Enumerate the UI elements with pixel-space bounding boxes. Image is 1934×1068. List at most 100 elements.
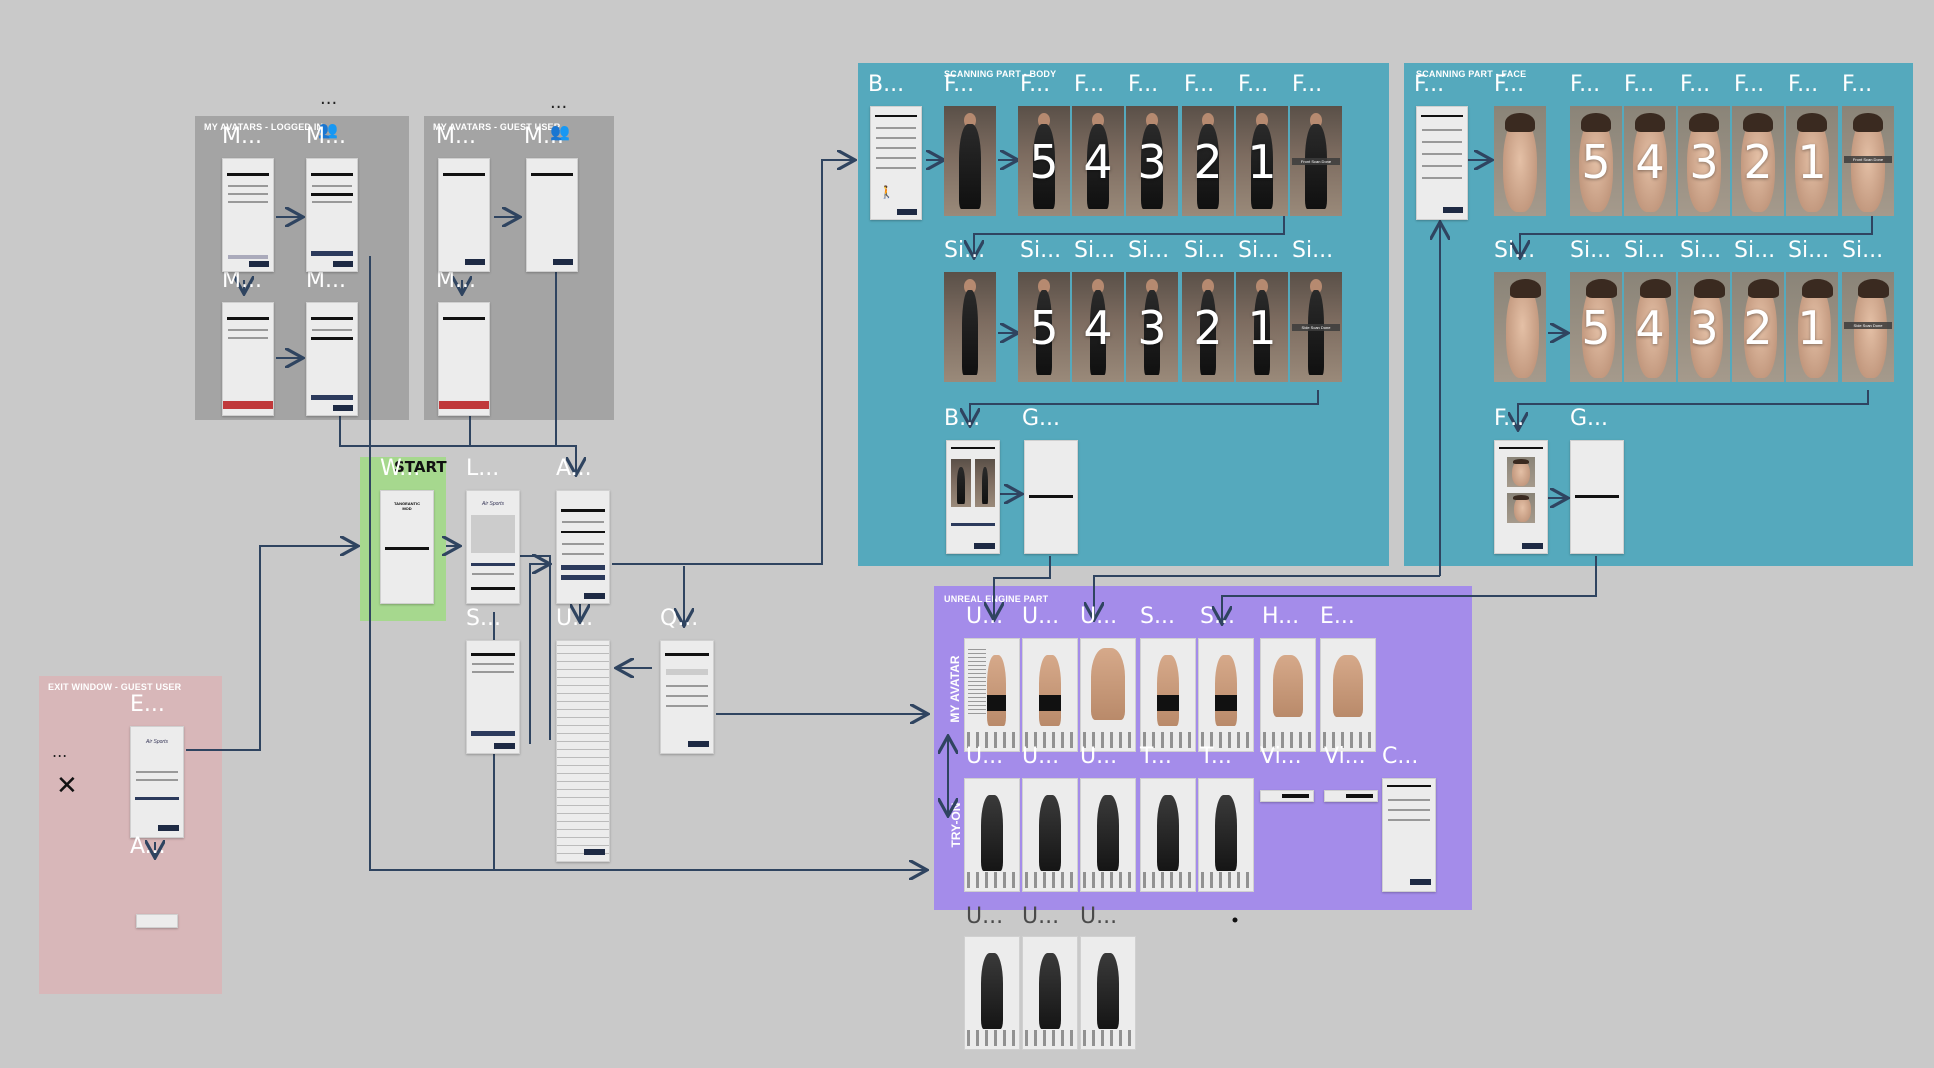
scan-done-badge: Side Scan Done (1844, 322, 1892, 329)
frame-label: F... (1494, 72, 1525, 97)
face-side-count-1: 1 (1786, 272, 1838, 382)
screen-face-review[interactable] (1494, 440, 1548, 554)
frame-label: Si... (1734, 238, 1776, 263)
screen-guest-1[interactable] (438, 158, 490, 272)
frame-label: F... (1020, 72, 1051, 97)
avatar-screen-eyes[interactable] (1320, 638, 1376, 752)
screen-guest-3[interactable] (438, 302, 490, 416)
face-side-count-5: 5 (1570, 272, 1622, 382)
frame-label: F... (1494, 406, 1525, 431)
countdown-number: 3 (1689, 300, 1719, 355)
screen-body-instructions[interactable]: 🚶 (870, 106, 922, 220)
countdown-number: 2 (1743, 300, 1773, 355)
tryon-popup-1[interactable] (1260, 790, 1314, 802)
frame-label: B... (944, 406, 981, 431)
face-front-photo (1494, 106, 1546, 216)
frame-label: A... (130, 834, 166, 859)
body-front-photo (944, 106, 996, 216)
tryon-screen-1[interactable] (964, 778, 1020, 892)
screen-login[interactable]: Air Sports (466, 490, 520, 604)
brand-logo: Air Sports (146, 739, 168, 745)
avatar-screen-skin[interactable] (1140, 638, 1196, 752)
frame-label: Si... (1238, 238, 1280, 263)
frame-label: U... (1080, 904, 1118, 929)
screen-face-instructions[interactable] (1416, 106, 1468, 220)
countdown-number: 1 (1797, 300, 1827, 355)
screen-exit[interactable]: Air Sports (130, 726, 184, 838)
tryon-screen-3[interactable] (1080, 778, 1136, 892)
tryon-screen-5[interactable] (1198, 778, 1254, 892)
frame-label: S... (1140, 604, 1175, 629)
screen-avatar-setup[interactable] (556, 490, 610, 604)
screen-generating[interactable] (1024, 440, 1078, 554)
screen-my-avatars-2[interactable] (306, 158, 358, 272)
frame-label: Q... (660, 606, 699, 631)
frame-label: Si... (1128, 238, 1170, 263)
screen-cart[interactable] (1382, 778, 1436, 892)
tryon-screen-4[interactable] (1140, 778, 1196, 892)
frame-label: W... (380, 456, 421, 481)
avatar-screen-shape[interactable] (1198, 638, 1254, 752)
section-title: UNREAL ENGINE PART (944, 594, 1049, 604)
face-front-count-3: 3 (1678, 106, 1730, 216)
face-front-count-5: 5 (1570, 106, 1622, 216)
frame-label: E... (1320, 604, 1355, 629)
screen-exit-confirm[interactable] (136, 914, 178, 928)
frame-label: F... (1734, 72, 1765, 97)
frame-label: Si... (944, 238, 986, 263)
frame-label: Vi... (1260, 744, 1302, 769)
frame-label: M... (436, 268, 476, 293)
countdown-number: 5 (1029, 300, 1059, 355)
countdown-number: 2 (1743, 134, 1773, 189)
tryon-popup-2[interactable] (1324, 790, 1378, 802)
frame-label: U... (966, 744, 1004, 769)
screen-face-generating[interactable] (1570, 440, 1624, 554)
countdown-number: 1 (1247, 134, 1277, 189)
screen-settings[interactable] (466, 640, 520, 754)
screen-my-avatars-3[interactable] (222, 302, 274, 416)
screen-guest-2[interactable] (526, 158, 578, 272)
close-icon[interactable]: ✕ (56, 770, 78, 800)
frame-label: F... (1128, 72, 1159, 97)
frame-label: Si... (1624, 238, 1666, 263)
start-label: START (394, 458, 447, 476)
frame-label: E... (130, 692, 165, 717)
body-side-count-5: 5 (1018, 272, 1070, 382)
screen-my-avatars-1[interactable] (222, 158, 274, 272)
avatar-screen-measurements[interactable] (964, 638, 1020, 752)
screen-questionnaire[interactable] (660, 640, 714, 754)
screen-body-review[interactable] (946, 440, 1000, 554)
screen-user-agreement[interactable] (556, 640, 610, 862)
ellipsis-label: ... (320, 88, 338, 109)
countdown-number: 1 (1797, 134, 1827, 189)
ellipsis-label: ... (52, 742, 68, 761)
body-side-count-3: 3 (1126, 272, 1178, 382)
frame-label: U... (1080, 604, 1118, 629)
tryon-screen-2[interactable] (1022, 778, 1078, 892)
frame-label: M... (222, 124, 262, 149)
frame-label: Si... (1788, 238, 1830, 263)
avatar-screen-body[interactable] (1022, 638, 1078, 752)
frame-label: F... (1570, 72, 1601, 97)
frame-label: U... (1022, 744, 1060, 769)
frame-label: F... (1238, 72, 1269, 97)
frame-label: C... (1382, 744, 1419, 769)
body-front-count-5: 5 (1018, 106, 1070, 216)
face-front-done: Front Scan Done (1842, 106, 1894, 216)
body-front-done: Front Scan Done (1290, 106, 1342, 216)
avatar-screen-hair[interactable] (1260, 638, 1316, 752)
frame-label: M... (524, 124, 564, 149)
screen-welcome[interactable]: TANGEANTIC MOD (380, 490, 434, 604)
countdown-number: 3 (1137, 300, 1167, 355)
tryon-screen-6[interactable] (964, 936, 1020, 1050)
frame-label: Si... (1842, 238, 1884, 263)
face-side-count-2: 2 (1732, 272, 1784, 382)
tryon-screen-8[interactable] (1080, 936, 1136, 1050)
screen-my-avatars-4[interactable] (306, 302, 358, 416)
section-title: SCANNING PART - FACE (1416, 69, 1527, 79)
scan-done-badge: Front Scan Done (1292, 158, 1340, 165)
countdown-number: 4 (1635, 300, 1665, 355)
frame-label: T... (1200, 744, 1232, 769)
avatar-screen-closeup[interactable] (1080, 638, 1136, 752)
tryon-screen-7[interactable] (1022, 936, 1078, 1050)
